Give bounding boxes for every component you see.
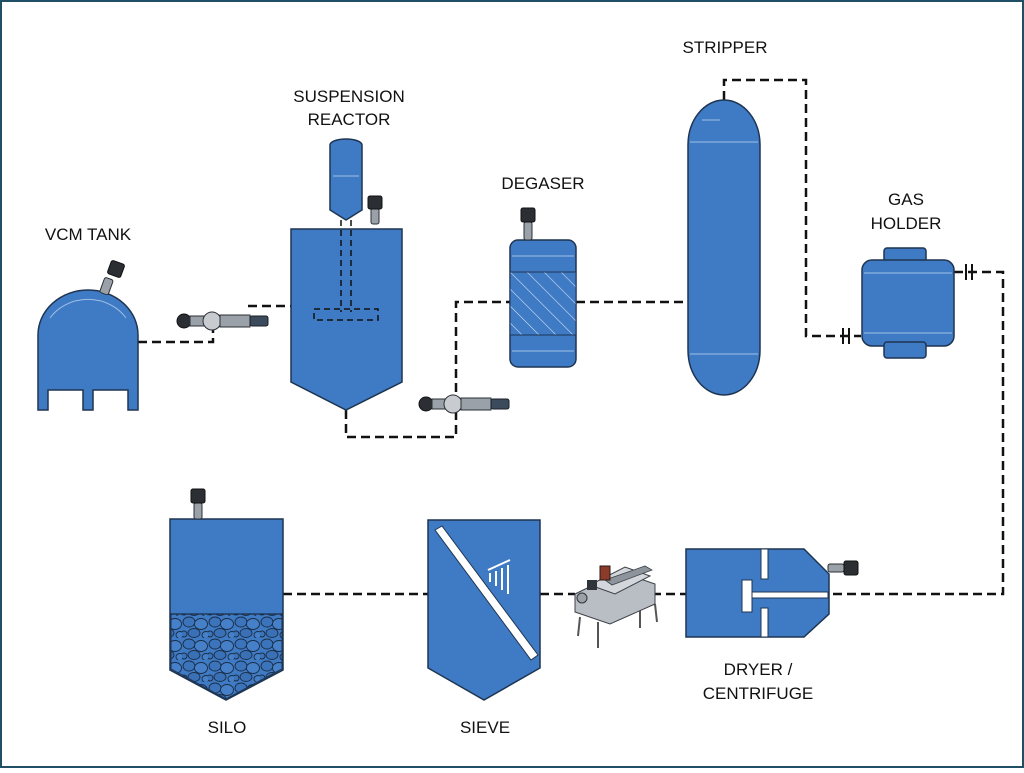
- label-silo: SILO: [208, 718, 247, 737]
- label-sieve: SIEVE: [460, 718, 510, 737]
- label-suspension-reactor-line1: SUSPENSION: [293, 87, 404, 106]
- control-valve-icon: [176, 311, 269, 331]
- label-dryer-centrifuge-line1: DRYER /: [724, 660, 793, 679]
- silo: [169, 488, 284, 701]
- label-stripper: STRIPPER: [682, 38, 767, 57]
- agitator: [313, 220, 379, 321]
- label-gas-holder-line1: GAS: [888, 190, 924, 209]
- sieve: [427, 519, 541, 701]
- dryer-centrifuge: [685, 548, 859, 638]
- label-gas-holder-line2: HOLDER: [871, 214, 942, 233]
- label-dryer-centrifuge-line2: CENTRIFUGE: [703, 684, 814, 703]
- pressure-gauge-icon: [99, 260, 125, 296]
- pipe-reactor-to-degaser: [344, 300, 510, 439]
- pipe-stripper-to-gasholder: [722, 78, 861, 338]
- pipe-break-marker: [842, 264, 973, 344]
- degaser: [509, 207, 577, 368]
- stripper: [687, 99, 761, 396]
- vcm-tank: [37, 260, 139, 411]
- pipe-network: [138, 78, 1005, 596]
- equipment-labels: VCM TANK SUSPENSION REACTOR DEGASER STRI…: [45, 38, 942, 737]
- pipe-gasholder-to-dryer: [829, 270, 1005, 596]
- label-suspension-reactor-line2: REACTOR: [308, 110, 391, 129]
- gas-holder: [861, 247, 955, 359]
- label-degaser: DEGASER: [501, 174, 584, 193]
- pressure-gauge-icon: [190, 488, 206, 520]
- screw-conveyor-icon: [574, 565, 658, 648]
- control-valve-icon: [418, 394, 510, 414]
- pressure-gauge-icon: [367, 195, 383, 225]
- pressure-gauge-icon: [827, 560, 859, 576]
- suspension-reactor: [290, 138, 403, 411]
- label-vcm-tank: VCM TANK: [45, 225, 132, 244]
- pressure-gauge-icon: [520, 207, 536, 241]
